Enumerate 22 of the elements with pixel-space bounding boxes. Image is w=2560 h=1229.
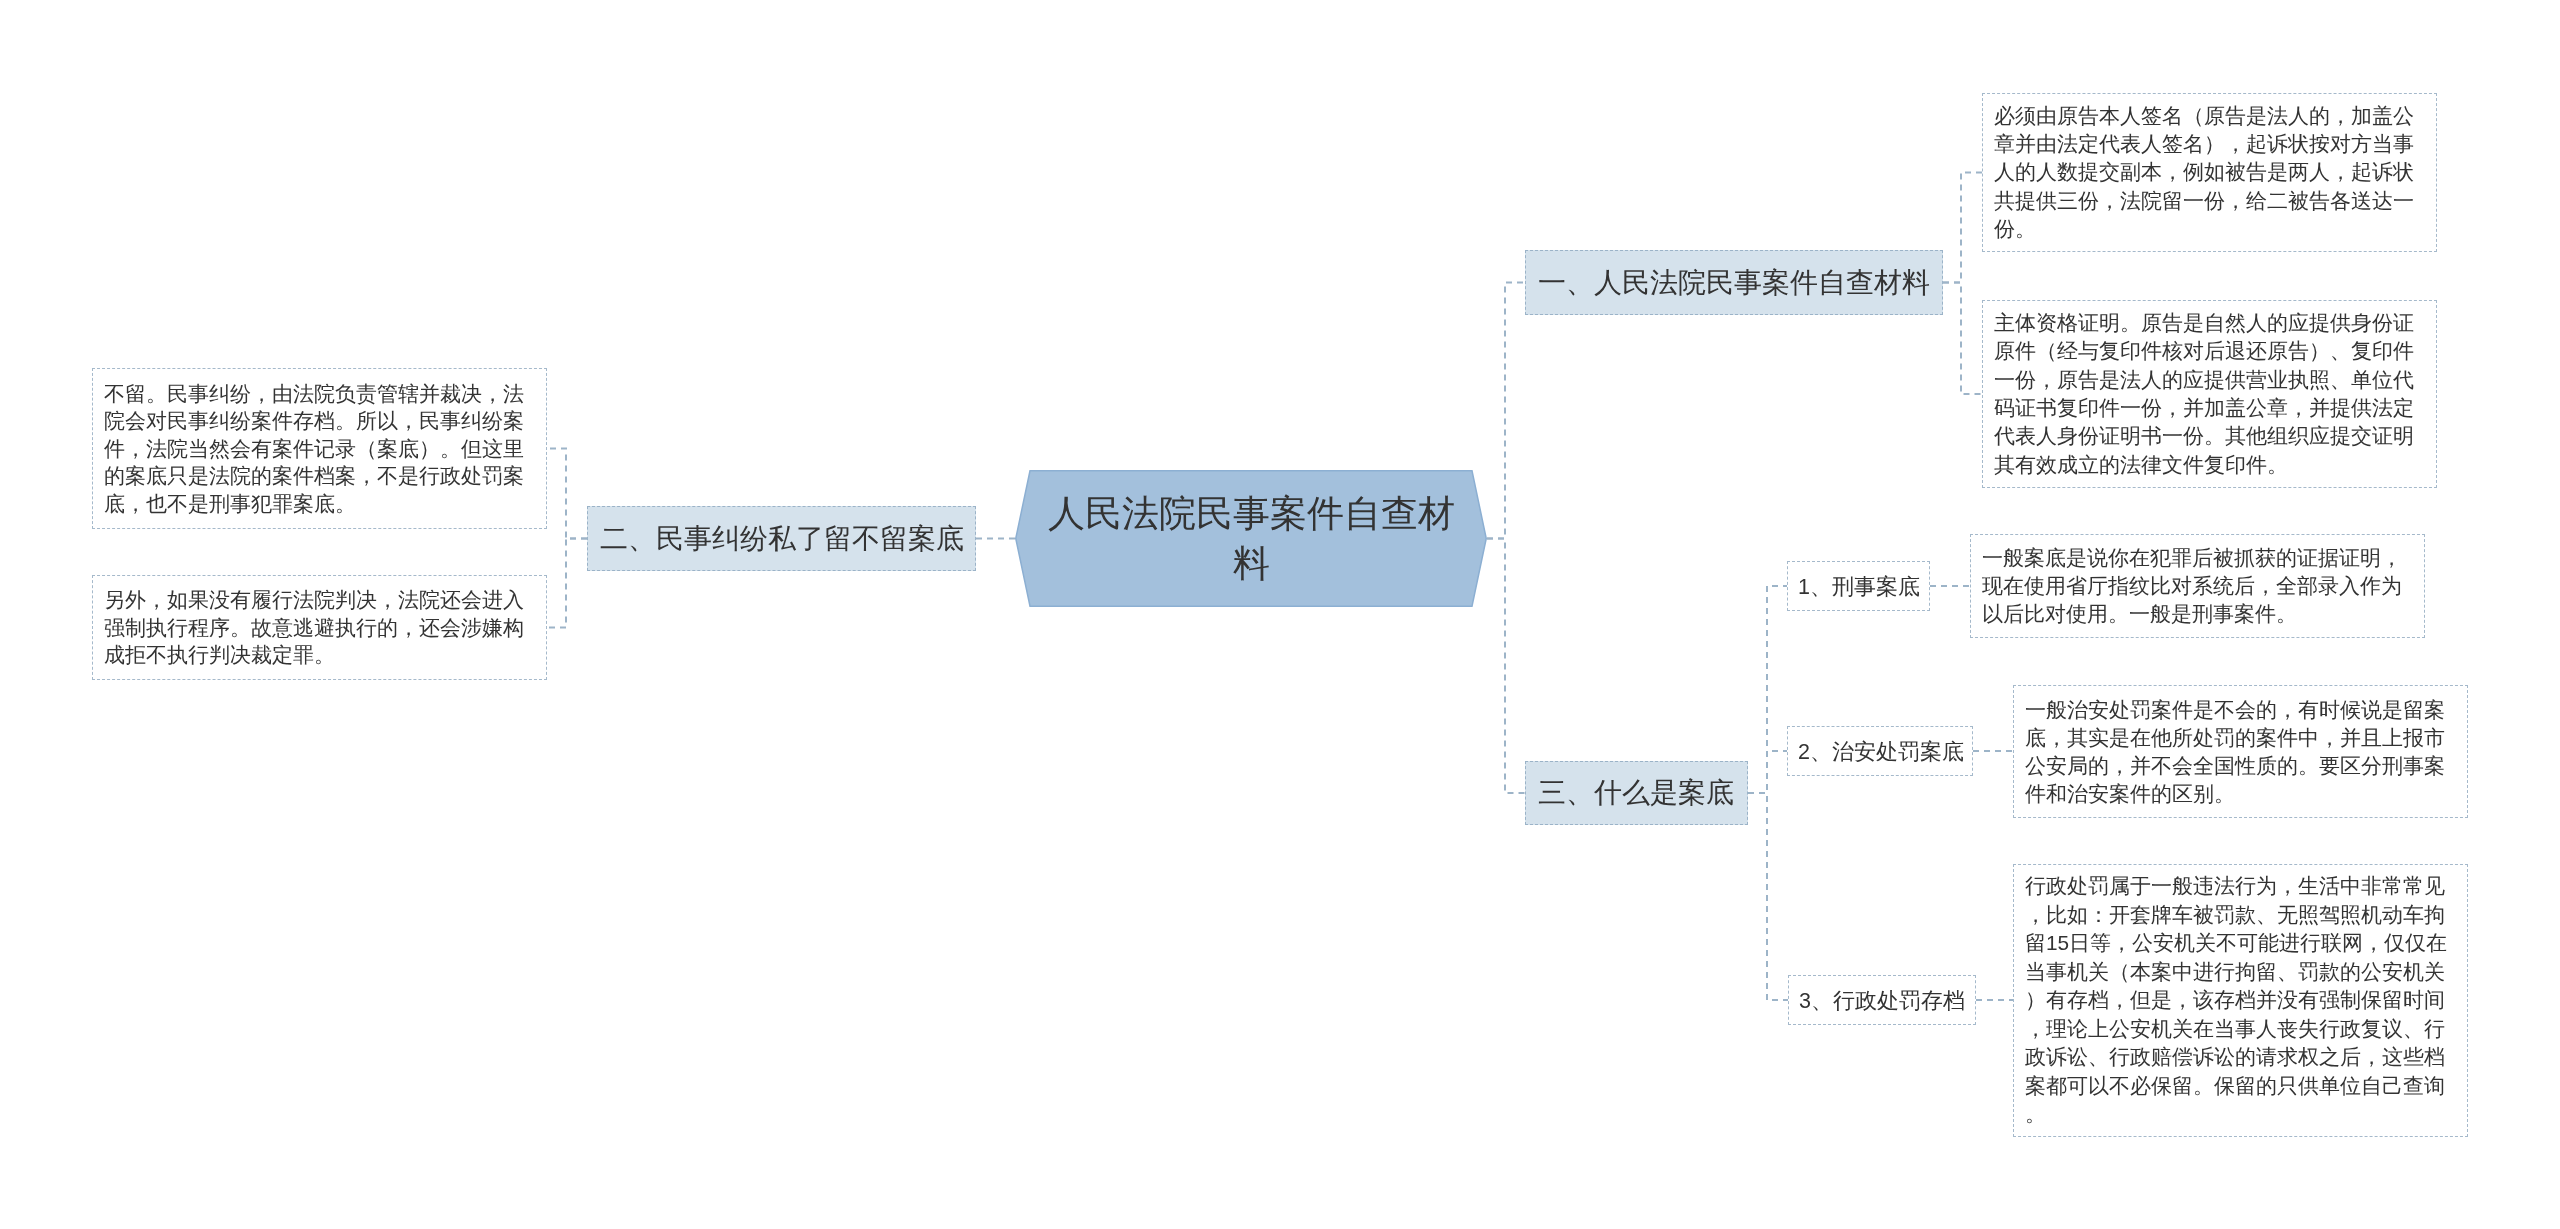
connector-line	[1972, 750, 2014, 752]
topic-box: 三、什么是案底	[1525, 761, 1748, 825]
connector-line	[1929, 585, 1971, 587]
connector-line	[1942, 281, 1983, 395]
note-box: 主体资格证明。原告是自然人的应提供身份证原件（经与复印件核对后退还原告）、复印件一份，原告是法人的应提供营业执照、单位代码证书复印件一份，并加盖公章，并提供法定代表人身份证明书一份。其他组织应提交证明其有效成立的法律文件复印件。	[1982, 300, 2437, 488]
subtopic-box: 3、行政处罚存档	[1788, 975, 1976, 1025]
note-box: 另外，如果没有履行法院判决，法院还会进入强制执行程序。故意逃避执行的，还会涉嫌构成拒不执行判决裁定罪。	[92, 575, 547, 680]
topic-box: 二、民事纠纷私了留不留案底	[587, 506, 976, 571]
note-box: 一般案底是说你在犯罪后被抓获的证据证明，现在使用省厅指纹比对系统后，全部录入作为以后比对使用。一般是刑事案件。	[1970, 534, 2425, 638]
note-box: 行政处罚属于一般违法行为，生活中非常常见，比如：开套牌车被罚款、无照驾照机动车拘留15日等，公安机关不可能进行联网，仅仅在当事机关（本案中进行拘留、罚款的公安机关）有存档，但是，该存档并没有强制保留时间，理论上公安机关在当事人丧失行政复议、行政诉讼、行政赔偿诉讼的请求权之后，这些档案都可以不必保留。保留的只供单位自己查询。	[2013, 864, 2468, 1137]
note-box: 一般治安处罚案件是不会的，有时候说是留案底，其实是在他所处罚的案件中，并且上报市公安局的，并不会全国性质的。要区分刑事案件和治安案件的区别。	[2013, 685, 2468, 818]
connector-line	[546, 537, 588, 629]
subtopic-box: 2、治安处罚案底	[1787, 726, 1973, 776]
connector-line	[975, 537, 1016, 540]
note-box: 必须由原告本人签名（原告是法人的，加盖公章并由法定代表人签名），起诉状按对方当事人的人数提交副本，例如被告是两人，起诉状共提供三份，法院留一份，给二被告各送达一份。	[1982, 93, 2437, 252]
topic-box: 一、人民法院民事案件自查材料	[1525, 250, 1943, 315]
connector-line	[1747, 792, 1789, 1001]
note-box: 不留。民事纠纷，由法院负责管辖并裁决，法院会对民事纠纷案件存档。所以，民事纠纷案件，法院当然会有案件记录（案底）。但这里的案底只是法院的案件档案，不是行政处罚案底，也不是刑事犯罪案底。	[92, 368, 547, 529]
subtopic-box: 1、刑事案底	[1787, 561, 1930, 611]
central-topic-hexagon: 人民法院民事案件自查材料	[1015, 470, 1487, 607]
connector-line	[1975, 999, 2014, 1001]
connector-line	[1486, 537, 1526, 794]
